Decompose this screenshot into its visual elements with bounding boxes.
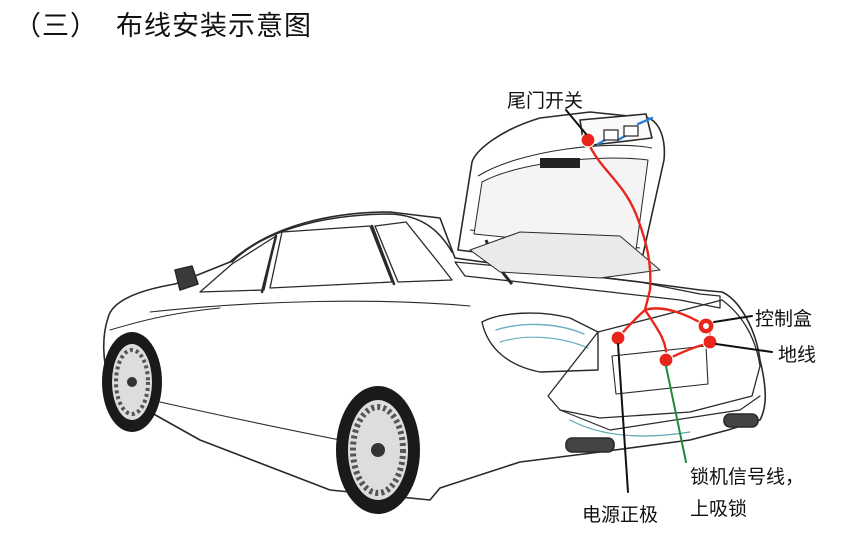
leader-control-box [713,315,753,323]
exhaust-left [565,437,615,453]
page-title: （三） 布线安装示意图 [14,4,312,43]
roof-line [231,213,453,263]
rear-window [374,221,453,283]
label-ground: 地线 [778,344,817,366]
lock-point [658,352,674,368]
connection-points [580,132,718,368]
section-number: （三） [14,11,98,42]
leader-ground [715,343,773,353]
taillight-left [481,312,599,373]
ground-point [702,334,718,350]
car-illustration [102,211,767,501]
tailgate [457,111,666,285]
front-wheel [102,332,162,432]
leader-lines [565,109,773,493]
wire-tail-switch [586,140,652,312]
side-window-front [199,235,277,293]
power-point [610,330,626,346]
label-power-positive: 电源正极 [582,504,659,526]
leader-lock [665,365,687,463]
exhaust-right [723,413,759,428]
label-control-box: 控制盒 [755,308,813,330]
car-body-outline [102,211,767,501]
label-upper-suction-lock: 上吸锁 [690,498,748,520]
side-mirror [174,265,199,291]
leader-power [617,343,629,493]
rear-wheel [336,386,420,514]
label-lock-signal: 锁机信号线， [690,466,805,488]
label-tail-switch: 尾门开关 [507,90,584,112]
leader-tail-switch [565,109,587,135]
rear-bumper [547,299,761,419]
section-title: 布线安装示意图 [116,11,312,42]
tail-switch-point [580,132,596,148]
side-window-rear [269,225,393,289]
